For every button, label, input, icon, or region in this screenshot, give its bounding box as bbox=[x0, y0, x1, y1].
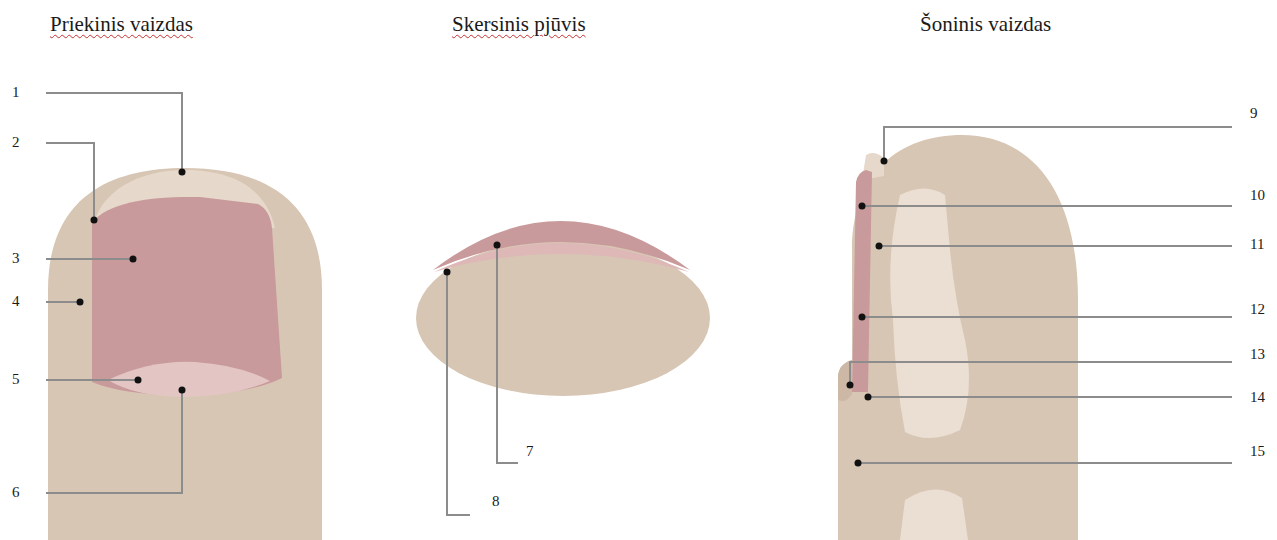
callout-number: 9 bbox=[1250, 106, 1258, 121]
callout-number: 13 bbox=[1250, 347, 1265, 362]
view-title: Šoninis vaizdas bbox=[920, 14, 1051, 35]
callout-number: 1 bbox=[12, 85, 20, 100]
callout-number: 5 bbox=[12, 372, 20, 387]
callout-number: 11 bbox=[1250, 237, 1264, 252]
callout-number: 15 bbox=[1250, 444, 1265, 459]
callout-number: 10 bbox=[1250, 188, 1265, 203]
callout-number: 3 bbox=[12, 251, 20, 266]
callout-number: 14 bbox=[1250, 390, 1265, 405]
callout-number: 7 bbox=[526, 444, 534, 459]
callout-number: 6 bbox=[12, 485, 20, 500]
callout-number: 4 bbox=[12, 294, 20, 309]
view-title: Skersinis pjūvis bbox=[452, 14, 586, 35]
callout-number: 8 bbox=[492, 494, 500, 509]
view-title: Priekinis vaizdas bbox=[50, 14, 193, 35]
callout-number: 12 bbox=[1250, 302, 1265, 317]
callout-number: 2 bbox=[12, 135, 20, 150]
